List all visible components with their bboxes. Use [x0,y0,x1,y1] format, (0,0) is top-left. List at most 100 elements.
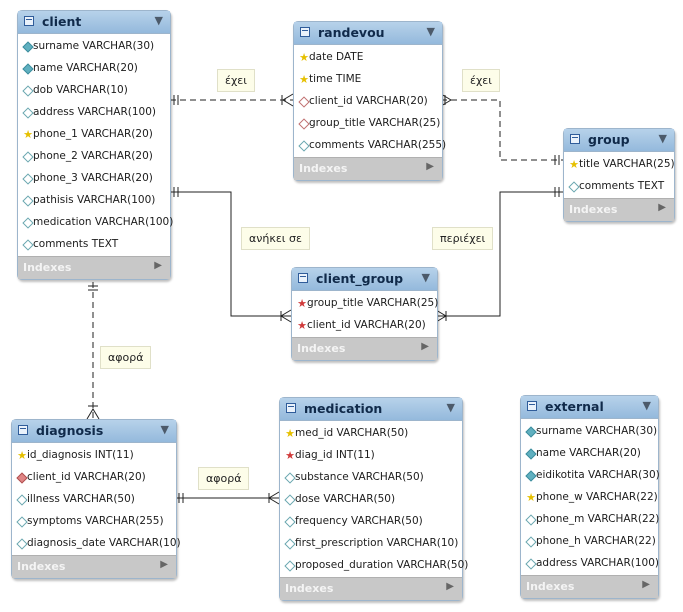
column-label: proposed_duration VARCHAR(50) [295,559,469,571]
column-label: address VARCHAR(100) [536,557,659,569]
indexes-section[interactable]: Indexes ▶ [294,157,442,180]
column-row[interactable]: phone_2 VARCHAR(20) [18,146,170,168]
column-row[interactable]: medication VARCHAR(100) [18,212,173,234]
column-row[interactable]: phone_h VARCHAR(22) [521,531,658,553]
column-label: frequency VARCHAR(50) [295,515,423,527]
column-row[interactable]: diagnosis_date VARCHAR(10) [12,533,181,555]
relationship-label-randevou-group: έχει [462,69,500,92]
column-label: pathisis VARCHAR(100) [33,194,156,206]
column-row[interactable]: proposed_duration VARCHAR(50) [280,555,468,577]
column-list: ★med_id VARCHAR(50)★diag_id INT(11)subst… [280,421,468,577]
column-row[interactable]: illness VARCHAR(50) [12,489,176,511]
column-row[interactable]: client_id VARCHAR(20) [12,467,176,489]
column-row[interactable]: name VARCHAR(20) [18,58,170,80]
column-diamond-icon [22,195,34,207]
table-client-group[interactable]: client_group ▼ ★group_title VARCHAR(25)★… [291,267,438,361]
chevron-down-icon[interactable]: ▼ [658,132,667,145]
column-label: comments TEXT [33,238,119,250]
indexes-section[interactable]: Indexes ▶ [521,575,658,598]
column-label: first_prescription VARCHAR(10) [295,537,459,549]
column-row[interactable]: symptoms VARCHAR(255) [12,511,176,533]
indexes-section[interactable]: Indexes ▶ [564,198,674,221]
arrow-right-icon[interactable]: ▶ [421,341,429,352]
chevron-down-icon[interactable]: ▼ [446,401,455,414]
column-row[interactable]: group_title VARCHAR(25) [294,113,442,135]
column-row[interactable]: ★phone_1 VARCHAR(20) [18,124,170,146]
column-diamond-icon [16,538,28,550]
arrow-right-icon[interactable]: ▶ [154,260,162,271]
column-row[interactable]: ★client_id VARCHAR(20) [292,315,437,337]
red-key-icon: ★ [285,449,295,462]
table-icon [298,273,308,283]
column-row[interactable]: address VARCHAR(100) [521,553,659,575]
column-row[interactable]: ★diag_id INT(11) [280,445,462,467]
column-row[interactable]: ★id_diagnosis INT(11) [12,445,176,467]
column-row[interactable]: dose VARCHAR(50) [280,489,462,511]
table-group[interactable]: group ▼ ★title VARCHAR(25)comments TEXT … [563,128,675,222]
column-label: phone_m VARCHAR(22) [536,513,660,525]
column-row[interactable]: frequency VARCHAR(50) [280,511,462,533]
indexes-section[interactable]: Indexes ▶ [280,577,462,600]
column-label: diag_id INT(11) [295,449,375,461]
table-header[interactable]: group ▼ [564,129,674,152]
column-label: group_title VARCHAR(25) [309,117,441,129]
arrow-right-icon[interactable]: ▶ [446,581,454,592]
column-label: date DATE [309,51,364,63]
column-row[interactable]: ★date DATE [294,47,442,69]
column-row[interactable]: phone_m VARCHAR(22) [521,509,660,531]
column-label: time TIME [309,73,362,85]
indexes-section[interactable]: Indexes ▶ [12,555,176,578]
column-list: ★id_diagnosis INT(11)client_id VARCHAR(2… [12,443,181,555]
column-row[interactable]: name VARCHAR(20) [521,443,658,465]
column-row[interactable]: substance VARCHAR(50) [280,467,462,489]
column-diamond-icon [22,63,34,75]
arrow-right-icon[interactable]: ▶ [658,202,666,213]
arrow-right-icon[interactable]: ▶ [160,559,168,570]
column-row[interactable]: surname VARCHAR(30) [521,421,658,443]
table-header[interactable]: client_group ▼ [292,268,437,291]
table-client[interactable]: client ▼ surname VARCHAR(30)name VARCHAR… [17,10,173,280]
table-header[interactable]: diagnosis ▼ [12,420,176,443]
column-row[interactable]: address VARCHAR(100) [18,102,170,124]
column-label: diagnosis_date VARCHAR(10) [27,537,181,549]
column-row[interactable]: dob VARCHAR(10) [18,80,170,102]
column-row[interactable]: comments TEXT [564,176,674,198]
table-icon [570,134,580,144]
column-row[interactable]: ★time TIME [294,69,442,91]
indexes-section[interactable]: Indexes ▶ [18,256,170,279]
chevron-down-icon[interactable]: ▼ [642,399,651,412]
column-row[interactable]: ★phone_w VARCHAR(22) [521,487,658,509]
chevron-down-icon[interactable]: ▼ [421,271,430,284]
chevron-down-icon[interactable]: ▼ [154,14,163,27]
column-row[interactable]: comments VARCHAR(255) [294,135,446,157]
indexes-section[interactable]: Indexes ▶ [292,337,437,360]
table-header[interactable]: medication ▼ [280,398,462,421]
arrow-right-icon[interactable]: ▶ [642,579,650,590]
arrow-right-icon[interactable]: ▶ [426,161,434,172]
chevron-down-icon[interactable]: ▼ [160,423,169,436]
table-header[interactable]: randevou ▼ [294,22,442,45]
table-medication[interactable]: medication ▼ ★med_id VARCHAR(50)★diag_id… [279,397,468,601]
column-row[interactable]: eidikotita VARCHAR(30) [521,465,660,487]
column-label: comments VARCHAR(255) [309,139,447,151]
column-row[interactable]: client_id VARCHAR(20) [294,91,442,113]
table-diagnosis[interactable]: diagnosis ▼ ★id_diagnosis INT(11)client_… [11,419,181,579]
table-external[interactable]: external ▼ surname VARCHAR(30)name VARCH… [520,395,660,599]
column-row[interactable]: ★med_id VARCHAR(50) [280,423,462,445]
chevron-down-icon[interactable]: ▼ [426,25,435,38]
column-row[interactable]: phone_3 VARCHAR(20) [18,168,170,190]
table-header[interactable]: client ▼ [18,11,170,34]
column-row[interactable]: pathisis VARCHAR(100) [18,190,170,212]
column-row[interactable]: surname VARCHAR(30) [18,36,170,58]
column-list: ★title VARCHAR(25)comments TEXT [564,152,675,198]
key-icon: ★ [526,491,536,504]
column-row[interactable]: first_prescription VARCHAR(10) [280,533,462,555]
column-row[interactable]: ★title VARCHAR(25) [564,154,675,176]
column-row[interactable]: ★group_title VARCHAR(25) [292,293,438,315]
column-row[interactable]: comments TEXT [18,234,170,256]
column-label: eidikotita VARCHAR(30) [536,469,660,481]
indexes-label: Indexes [297,342,346,355]
table-header[interactable]: external ▼ [521,396,658,419]
